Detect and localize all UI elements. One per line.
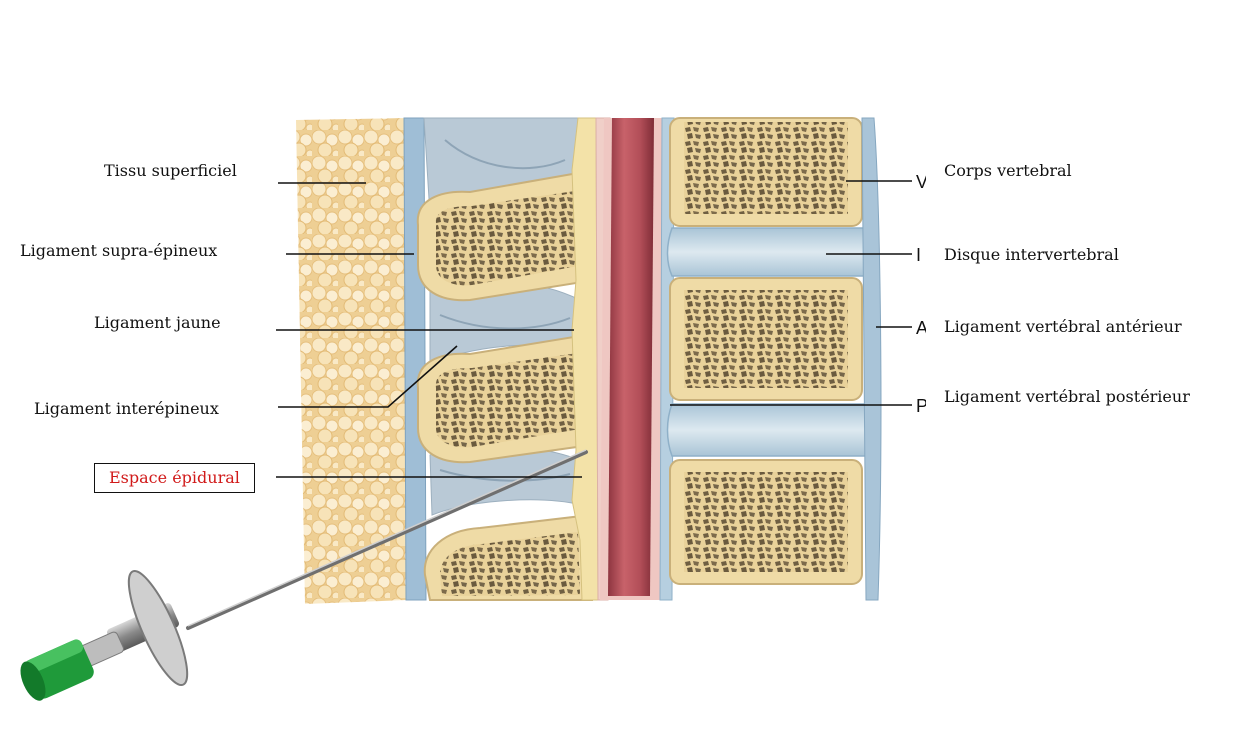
label-intervertebral-disc: Disque intervertebral [926,236,1179,278]
vertebral-bodies [670,118,862,584]
label-interspinous-ligament: Ligament interépineux [8,390,231,430]
label-ligamentum-flavum: Ligament jaune [70,304,245,348]
label-supraspinous-ligament: Ligament supra-épineux [18,232,219,268]
anterior-longitudinal-ligament [862,118,881,600]
label-superficial-tissue: Tissu superficiel [80,150,261,190]
label-posterior-longitudinal-ligament: Ligament vertébral postérieur [926,380,1192,430]
spinal-cord [600,118,666,600]
label-vertebral-body: Corps vertebral [926,152,1182,196]
superficial-tissue [296,118,408,604]
label-anterior-longitudinal-ligament: Ligament vertébral antérieur [926,308,1192,350]
partial-letter-i: I [916,245,921,265]
label-epidural-space: Espace épidural [94,463,255,493]
